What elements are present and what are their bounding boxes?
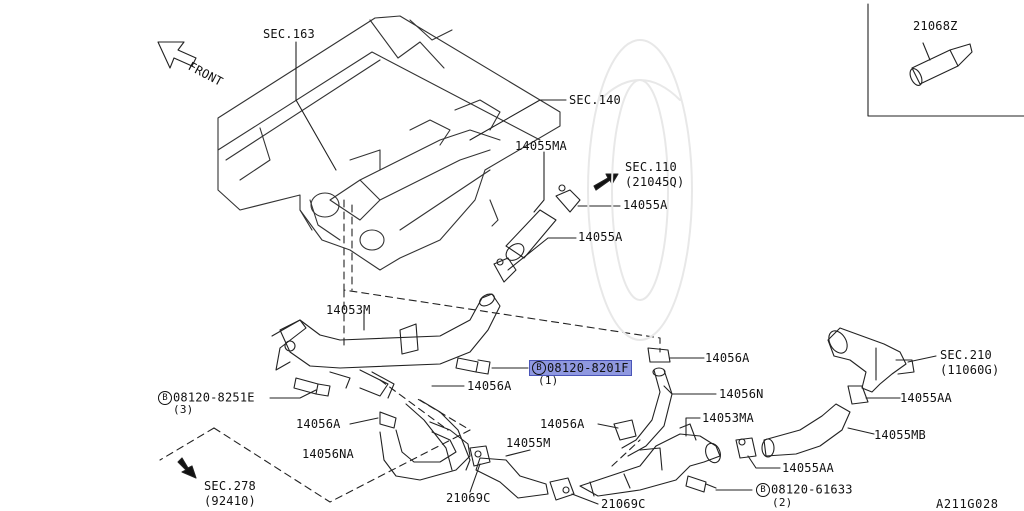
part-label-14056na[interactable]: 14056NA bbox=[302, 447, 354, 461]
leader-14055ma bbox=[533, 151, 545, 213]
part-label-21069c[interactable]: 21069C bbox=[446, 491, 491, 505]
sec278-arrow-icon bbox=[177, 457, 197, 479]
sec110-arrow-icon bbox=[593, 173, 619, 191]
leader-sec140 bbox=[469, 99, 567, 141]
front-arrow-icon bbox=[157, 41, 197, 69]
inset-frame bbox=[867, 3, 1024, 117]
callout-sec210-code: (11060G) bbox=[940, 363, 1000, 377]
part-label-21068z[interactable]: 21068Z bbox=[913, 19, 958, 33]
part-label-14056n[interactable]: 14056N bbox=[719, 387, 764, 401]
callout-sec163[interactable]: SEC.163 bbox=[263, 27, 315, 41]
watermark-logo bbox=[587, 39, 693, 341]
water-pipe-14053m bbox=[271, 293, 501, 397]
upper-hose-14055ma bbox=[493, 184, 581, 283]
sealant-tube-icon bbox=[909, 42, 973, 86]
bolt-qty-8201f: (1) bbox=[538, 374, 559, 387]
part-label-14055mb[interactable]: 14055MB bbox=[874, 428, 926, 442]
engine-block bbox=[217, 15, 561, 271]
part-label-21069c[interactable]: 21069C bbox=[601, 497, 646, 511]
leader-21069c-1 bbox=[469, 463, 481, 493]
leader-21069c-2 bbox=[571, 493, 599, 505]
bolt-icon-61633 bbox=[685, 475, 717, 493]
diagram-code: A211G028 bbox=[936, 497, 999, 511]
callout-sec278-code: (92410) bbox=[204, 494, 256, 508]
hose-14055m bbox=[469, 445, 575, 501]
bolt-icon-8251e bbox=[293, 377, 331, 397]
thermostat-housing-sec210 bbox=[827, 327, 915, 393]
part-label-14056a[interactable]: 14056A bbox=[467, 379, 512, 393]
leader-sec163 bbox=[295, 41, 337, 171]
part-label-14053m[interactable]: 14053M bbox=[326, 303, 371, 317]
part-label-14055m[interactable]: 14055M bbox=[506, 436, 551, 450]
water-outlet-14053ma bbox=[579, 423, 721, 497]
bolt-qty-61633: (2) bbox=[772, 496, 793, 509]
part-label-14053ma[interactable]: 14053MA bbox=[702, 411, 754, 425]
leader-14056n bbox=[663, 385, 717, 395]
part-label-14055a[interactable]: 14055A bbox=[623, 198, 668, 212]
part-label-14055a[interactable]: 14055A bbox=[578, 230, 623, 244]
leader-14055mb bbox=[847, 427, 875, 435]
leader-14055a-2 bbox=[507, 237, 577, 271]
part-label-14056a[interactable]: 14056A bbox=[705, 351, 750, 365]
part-label-14056a[interactable]: 14056A bbox=[296, 417, 341, 431]
clamp-14056a-4 bbox=[613, 419, 637, 441]
leader-14056a-3 bbox=[349, 417, 379, 425]
bolt-icon-8201f bbox=[455, 357, 491, 375]
part-label-14055ma[interactable]: 14055MA bbox=[515, 139, 567, 153]
bolt-marker-icon: B bbox=[756, 483, 770, 497]
callout-sec110[interactable]: SEC.110 bbox=[625, 160, 677, 174]
bolt-marker-icon: B bbox=[532, 361, 546, 375]
callout-sec278[interactable]: SEC.278 bbox=[204, 479, 256, 493]
hose-14055mb bbox=[735, 385, 869, 459]
leader-bolt-8251e bbox=[269, 389, 317, 399]
leader-14053ma bbox=[685, 417, 701, 437]
callout-sec110-code: (21045Q) bbox=[625, 175, 685, 189]
part-label-14055aa[interactable]: 14055AA bbox=[900, 391, 952, 405]
leader-sec210 bbox=[907, 355, 937, 363]
callout-sec210[interactable]: SEC.210 bbox=[940, 348, 992, 362]
callout-sec140[interactable]: SEC.140 bbox=[569, 93, 621, 107]
small-hose-14056n bbox=[621, 347, 673, 457]
leader-14055m bbox=[505, 449, 531, 457]
part-label-14055aa[interactable]: 14055AA bbox=[782, 461, 834, 475]
bolt-marker-icon: B bbox=[158, 391, 172, 405]
small-hose-14056na bbox=[371, 371, 471, 481]
bolt-qty-8251e: (3) bbox=[173, 403, 194, 416]
dashed-guide-lines bbox=[159, 199, 661, 503]
part-label-14056a[interactable]: 14056A bbox=[540, 417, 585, 431]
leader-14055aa-2 bbox=[747, 455, 781, 469]
